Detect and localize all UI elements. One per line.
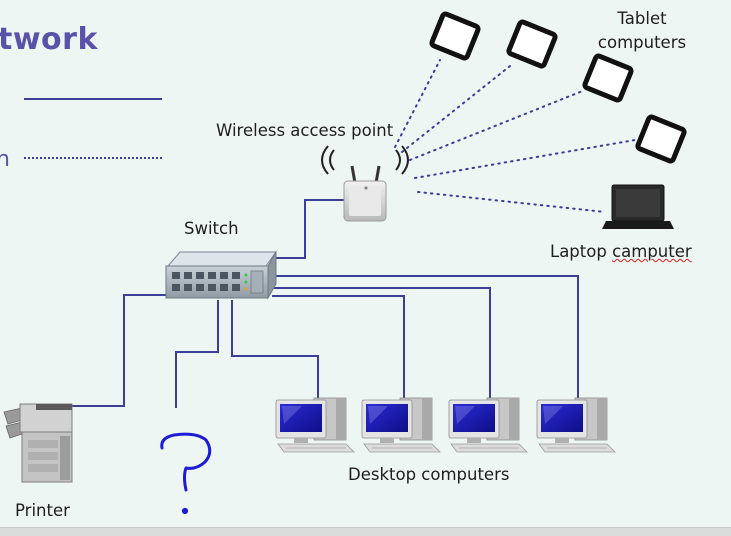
link-switch-desktop-4 <box>272 275 579 404</box>
desktops-label: Desktop computers <box>348 465 510 484</box>
tablets-label-line2: computers <box>597 33 687 52</box>
wireless-access-point-icon <box>321 145 409 222</box>
printer-label: Printer <box>15 501 70 520</box>
wireless-link-tablet-2 <box>401 65 511 153</box>
wireless-link-tablet-1 <box>394 59 441 148</box>
desktop-computer-icon <box>536 397 616 453</box>
laptop-label-text: Laptop <box>550 242 613 261</box>
desktop-computer-icon <box>361 397 441 453</box>
tablet-icon <box>431 13 479 59</box>
link-switch-desktop-3 <box>272 287 491 404</box>
slide-bottom-bar <box>0 527 731 536</box>
slide-title-fragment: twork <box>0 22 98 57</box>
link-switch-wap <box>250 199 345 259</box>
laptop-icon <box>602 184 674 229</box>
legend-wireless-line <box>24 157 162 159</box>
tablet-icon <box>637 116 685 162</box>
wireless-links <box>394 59 636 213</box>
desktop-computer-icon <box>275 397 355 453</box>
legend-text-fragment: n <box>0 147 10 172</box>
laptop-label: Laptop camputer <box>550 242 692 261</box>
printer-icon <box>3 403 73 483</box>
network-switch-icon <box>165 250 277 300</box>
wireless-link-tablet-4 <box>414 139 636 179</box>
laptop-label-misspelled: camputer <box>612 242 692 261</box>
question-mark-annotation <box>160 432 212 515</box>
link-switch-desktop-1 <box>231 300 319 404</box>
legend-wired-line <box>24 98 162 100</box>
tablet-icon <box>584 55 632 101</box>
tablet-icon <box>508 21 556 67</box>
wired-links <box>72 199 579 408</box>
switch-label: Switch <box>184 219 239 238</box>
tablets-label-line1: Tablet <box>617 9 667 28</box>
wap-label: Wireless access point <box>216 121 394 140</box>
link-switch-printer <box>72 294 170 407</box>
wireless-link-laptop <box>417 191 606 213</box>
desktop-computer-icon <box>448 397 528 453</box>
link-switch-desktop-2 <box>272 295 405 404</box>
link-switch-unknown <box>175 300 219 408</box>
tablets-label: Tablet computers <box>586 7 698 55</box>
wireless-link-tablet-3 <box>409 89 586 161</box>
